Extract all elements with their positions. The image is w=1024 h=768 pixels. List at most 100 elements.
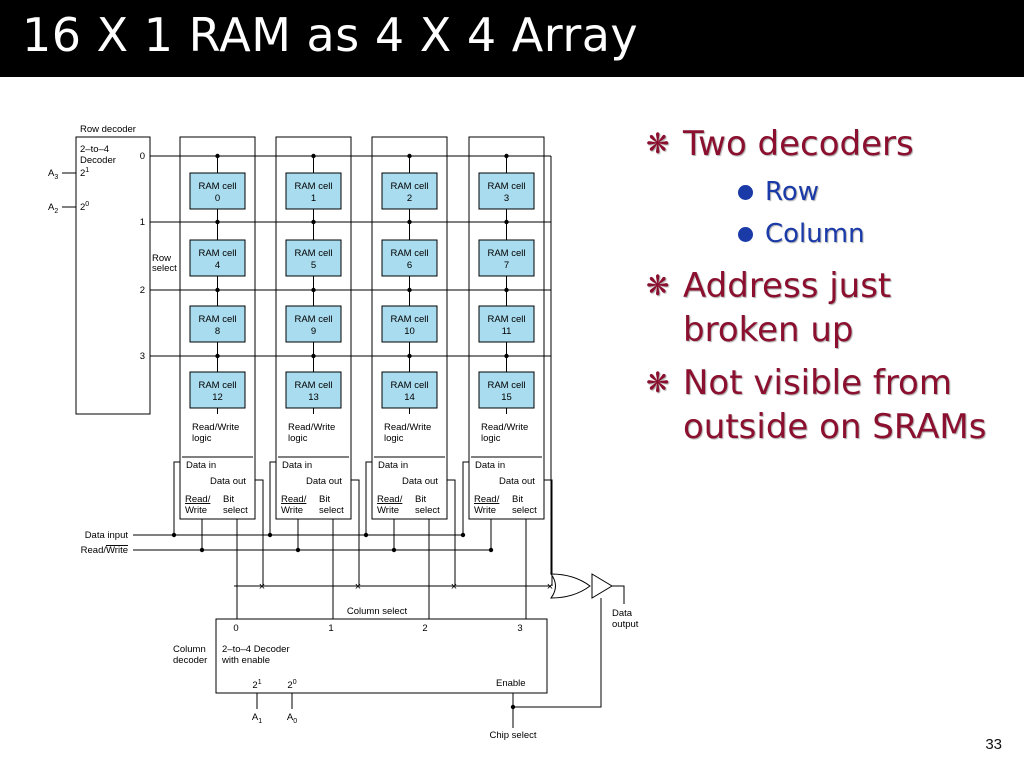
- ram-cell-label: RAM cell: [390, 380, 428, 391]
- page-number: 33: [985, 736, 1002, 753]
- data-in-label: Data in: [378, 460, 408, 471]
- cross-mark: ×: [547, 581, 553, 593]
- ram-cell-label: RAM cell: [294, 181, 332, 192]
- bullet-dot-icon: [738, 185, 753, 200]
- ram-cell: [381, 172, 438, 210]
- data-in-label: Data in: [475, 460, 505, 471]
- data-out-label: Data out: [306, 476, 342, 487]
- data-out-wire: [447, 479, 456, 586]
- ram-cell-label: RAM cell: [198, 248, 236, 259]
- bullet-not-visible: ❋ Not visible from outside on SRAMs: [646, 361, 1016, 449]
- junction-dot: [215, 353, 220, 359]
- junction-dot: [407, 287, 412, 293]
- read-label: Read/: [377, 494, 403, 505]
- bit-label: Bit: [223, 494, 234, 505]
- ram-cell-label: RAM cell: [198, 380, 236, 391]
- ram-cell-number: 1: [311, 193, 316, 204]
- junction-dot: [504, 353, 509, 359]
- column-decoder-desc: 2–to–4 Decoder: [222, 644, 290, 655]
- ram-cell-number: 13: [308, 392, 319, 403]
- sub-bullet-list: Row Column: [683, 171, 1016, 255]
- column-decoder-desc: with enable: [221, 655, 270, 666]
- ram-cell: [285, 305, 342, 343]
- junction-dot: [215, 287, 220, 293]
- enable-label: Enable: [496, 678, 526, 689]
- ram-cell: [478, 305, 535, 343]
- chip-select-to-buffer: [513, 598, 602, 708]
- ram-cell-label: RAM cell: [487, 380, 525, 391]
- row-decoder-label: Row decoder: [80, 124, 136, 135]
- select-label: select: [223, 505, 248, 516]
- junction-dot: [311, 287, 316, 293]
- junction-dot: [504, 153, 509, 159]
- asterisk-flower-icon: ❋: [646, 127, 670, 160]
- slide-title: 16 X 1 RAM as 4 X 4 Array: [22, 8, 639, 62]
- data-in-label: Data in: [282, 460, 312, 471]
- sub-bullet-text: Row: [765, 177, 820, 207]
- ram-cell-label: RAM cell: [390, 181, 428, 192]
- ram-cell: [285, 371, 342, 409]
- ram-cell-label: RAM cell: [198, 181, 236, 192]
- data-out-wire: [255, 479, 264, 586]
- data-output-wire: [612, 585, 625, 604]
- ram-cell: [285, 239, 342, 277]
- junction-dot: [311, 353, 316, 359]
- chip-select-label: Chip select: [490, 730, 537, 741]
- buffer-icon: [591, 573, 613, 599]
- row-decoder-word: Decoder: [80, 155, 116, 166]
- column-decoder-label: Column: [173, 644, 206, 655]
- cross-mark: ×: [259, 581, 265, 593]
- ram-cell: [189, 305, 246, 343]
- ram-cell-label: RAM cell: [294, 314, 332, 325]
- ram-cell-label: RAM cell: [487, 248, 525, 259]
- bullet-list: ❋ Two decoders Row Column ❋ Address just…: [646, 122, 1016, 458]
- junction-dot: [407, 219, 412, 225]
- sub-bullet-text: Column: [765, 219, 865, 249]
- ram-cell-number: 4: [215, 260, 220, 271]
- junction-dot: [504, 219, 509, 225]
- ram-cell-number: 6: [407, 260, 412, 271]
- title-bar: 16 X 1 RAM as 4 X 4 Array: [0, 0, 1024, 77]
- column-decoder-box: [215, 618, 548, 694]
- asterisk-flower-icon: ❋: [646, 269, 670, 302]
- write-label: Write: [185, 505, 207, 516]
- bullet-two-decoders: ❋ Two decoders Row Column: [646, 122, 1016, 255]
- column-box: [371, 136, 448, 520]
- column-box: [468, 136, 545, 520]
- ram-cell-number: 2: [407, 193, 412, 204]
- read-label: Read/: [474, 494, 500, 505]
- column-output-label: 3: [517, 623, 522, 634]
- bit-label: Bit: [415, 494, 426, 505]
- address-input-label: A3: [48, 168, 58, 181]
- data-out-wire: [544, 479, 553, 586]
- write-label: Write: [377, 505, 399, 516]
- or-gate-icon: [550, 573, 591, 599]
- data-out-label: Data out: [210, 476, 246, 487]
- bullet-dot-icon: [738, 227, 753, 242]
- data-output-label: Data: [612, 608, 633, 619]
- data-out-label: Data out: [499, 476, 535, 487]
- ram-cell: [478, 172, 535, 210]
- write-label: Write: [281, 505, 303, 516]
- ram-cell-number: 15: [501, 392, 512, 403]
- ram-cell: [189, 239, 246, 277]
- column-output-label: 1: [328, 623, 333, 634]
- ram-cell-number: 0: [215, 193, 220, 204]
- column-input-weight: 20: [287, 679, 296, 691]
- ram-cell: [381, 371, 438, 409]
- column-box: [179, 136, 256, 520]
- read-write-logic-label: logic: [192, 433, 212, 444]
- ram-cell: [285, 172, 342, 210]
- row-output-label: 3: [140, 351, 145, 362]
- ram-cell: [478, 239, 535, 277]
- ram-cell-number: 3: [504, 193, 509, 204]
- read-write-logic-label: logic: [384, 433, 404, 444]
- ram-cell-number: 14: [404, 392, 415, 403]
- junction-dot: [504, 287, 509, 293]
- data-in-wire: [269, 461, 276, 535]
- data-in-wire: [365, 461, 372, 535]
- data-in-wire: [462, 461, 469, 535]
- ram-cell: [381, 305, 438, 343]
- bit-label: Bit: [512, 494, 523, 505]
